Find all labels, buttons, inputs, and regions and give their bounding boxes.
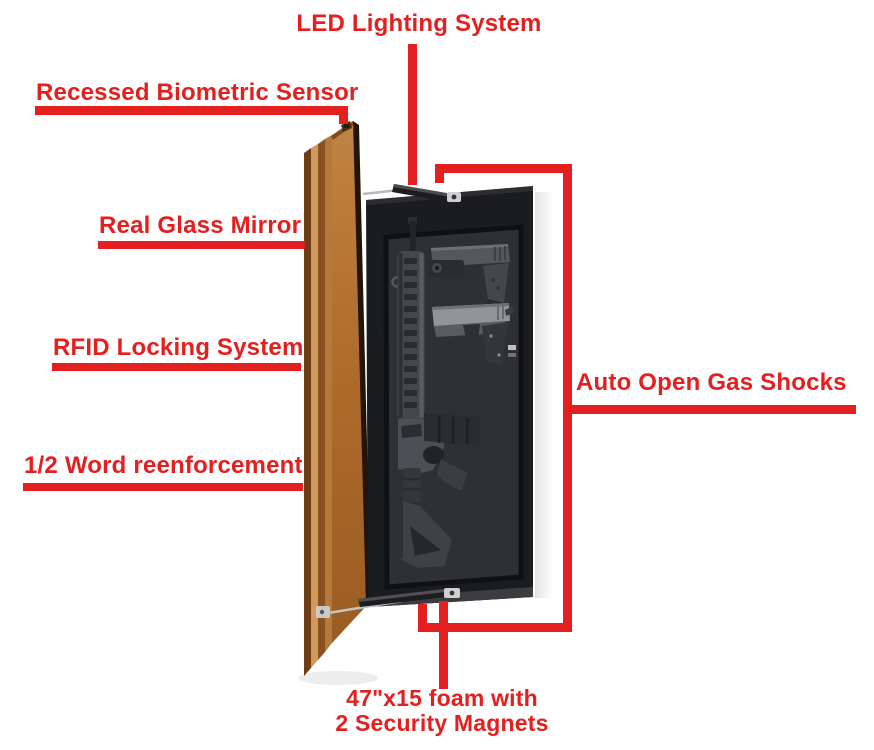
gas-shock-bottom xyxy=(316,588,460,618)
gas-shock-top xyxy=(362,184,461,202)
wood-reenforcement-underline xyxy=(23,483,303,491)
foam-fork-left-prong xyxy=(418,604,427,632)
rifle-stock xyxy=(398,500,452,568)
mirror-underline xyxy=(98,241,305,249)
foam-fork-stem xyxy=(439,601,448,689)
shock-bracket-top xyxy=(435,164,572,173)
pistol-glock xyxy=(429,244,510,308)
shock-bracket-right xyxy=(563,164,572,632)
rfid-underline xyxy=(52,363,301,371)
led-connector-line xyxy=(408,44,417,185)
shock-bracket-top-tick xyxy=(435,164,444,183)
gas-shocks-underline xyxy=(567,405,856,414)
biometric-underline xyxy=(35,106,348,115)
weapon-light xyxy=(429,260,464,277)
label-gas-shocks: Auto Open Gas Shocks xyxy=(576,369,847,396)
label-foam: 47"x15 foam with 2 Security Magnets xyxy=(331,686,553,736)
rifle-rail-slots xyxy=(404,258,417,408)
label-wood-reenforcement: 1/2 Word reenforcement xyxy=(24,452,303,479)
wood-mirror-door xyxy=(304,121,371,676)
biometric-pointer-tick xyxy=(339,106,348,124)
shock-bracket-bottom xyxy=(418,623,572,632)
label-led-lighting: LED Lighting System xyxy=(296,10,542,37)
label-rfid-locking: RFID Locking System xyxy=(53,334,304,361)
rifle xyxy=(391,217,481,568)
panel-logo xyxy=(508,345,516,357)
label-glass-mirror: Real Glass Mirror xyxy=(99,212,302,239)
label-foam-line2: 2 Security Magnets xyxy=(335,710,549,736)
label-foam-line1: 47"x15 foam with xyxy=(346,685,538,711)
label-biometric-sensor: Recessed Biometric Sensor xyxy=(36,79,359,106)
floor-shadow xyxy=(298,671,378,685)
pistol-1911 xyxy=(432,303,514,366)
